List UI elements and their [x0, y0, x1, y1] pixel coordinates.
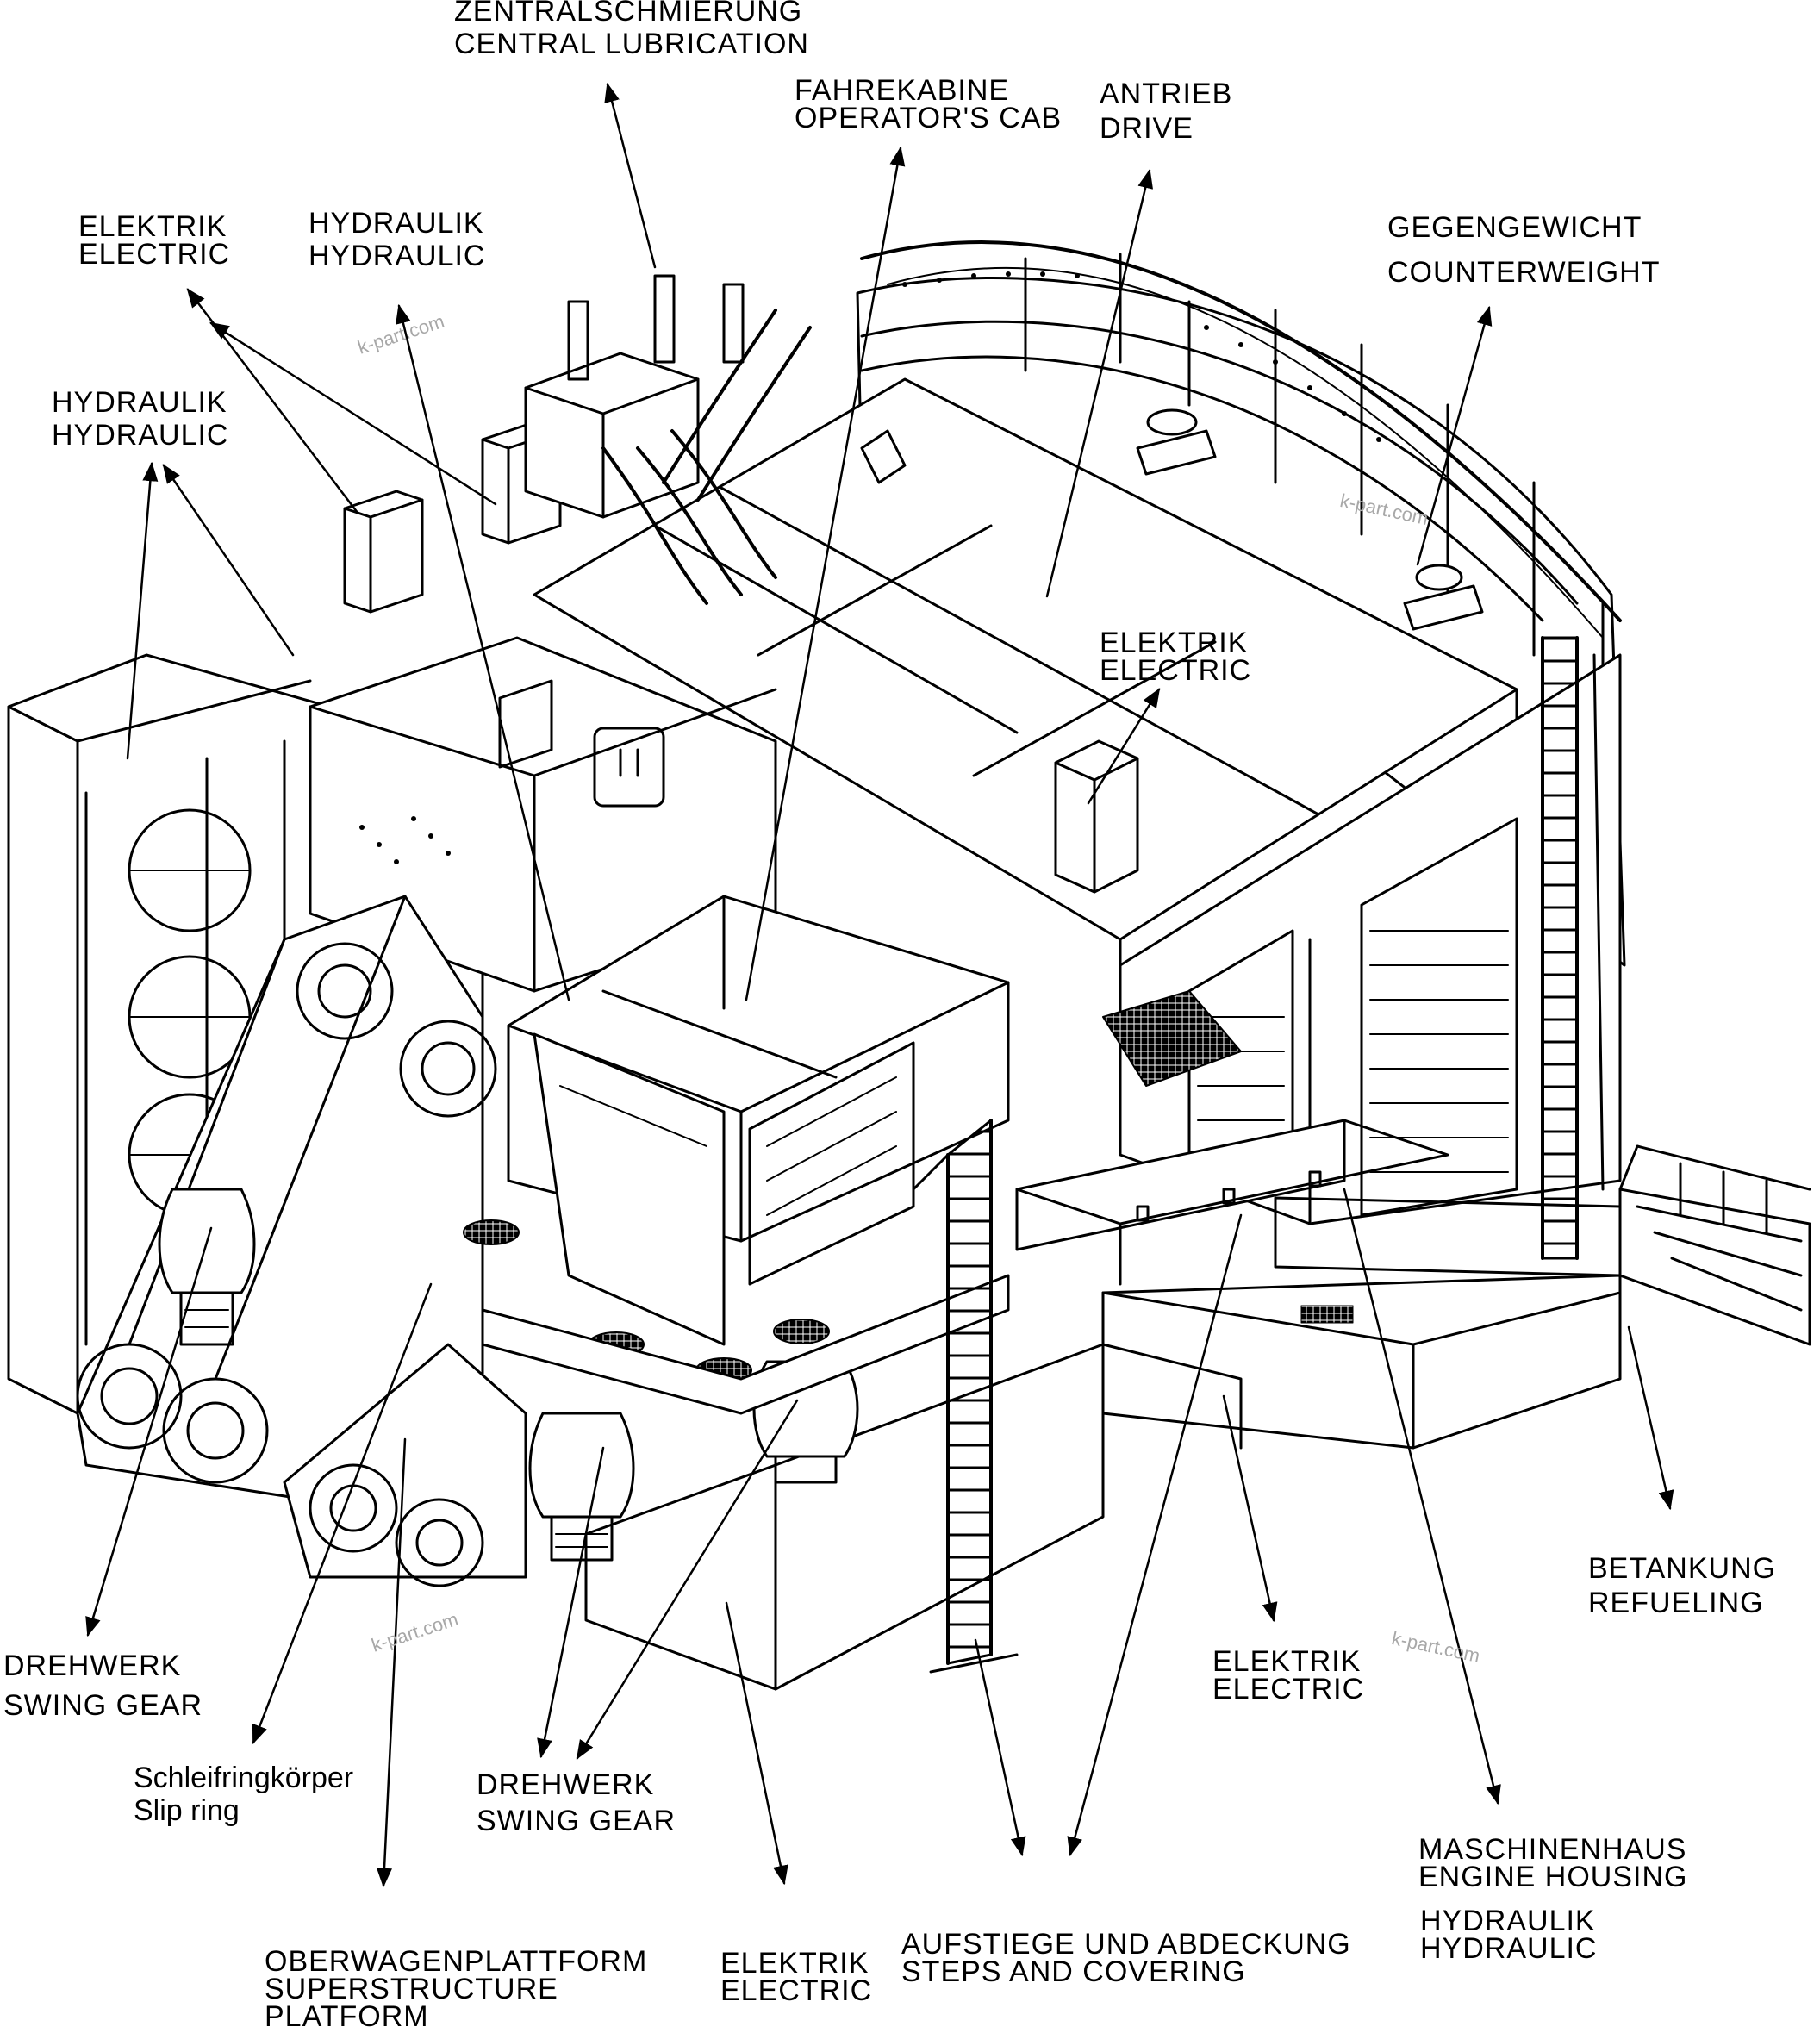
arrow-refueling: [1627, 1325, 1674, 1511]
label-en: HYDRAULIC: [309, 240, 486, 272]
arrow-hydraulic-left-b: [162, 464, 295, 657]
label-swing-gear-center: DREHWERK SWING GEAR: [477, 1767, 676, 1839]
label-hydraulic-bottom-right: HYDRAULIK HYDRAULIC: [1420, 1905, 1598, 1965]
label-electric-right: ELEKTRIK ELECTRIC: [1212, 1645, 1365, 1706]
label-en: Slip ring: [134, 1794, 240, 1827]
label-drive: ANTRIEB DRIVE: [1100, 77, 1232, 146]
label-de: OBERWAGENPLATTFORM: [265, 1945, 648, 1978]
label-en: SWING GEAR: [477, 1805, 676, 1837]
label-swing-gear-left: DREHWERK SWING GEAR: [3, 1646, 203, 1725]
label-refueling: BETANKUNG REFUELING: [1588, 1551, 1776, 1620]
arrow-platform: [376, 1437, 407, 1888]
label-central-lubrication: ZENTRALSCHMIERUNG CENTRAL LUBRICATION: [454, 0, 809, 60]
arrow-steps-left: [974, 1638, 1026, 1857]
rear-ladder: [1541, 636, 1605, 1260]
label-de: BETANKUNG: [1588, 1552, 1777, 1585]
label-de: ANTRIEB: [1100, 78, 1233, 110]
label-en: ELECTRIC: [720, 1974, 873, 2007]
label-de: GEGENGEWICHT: [1387, 211, 1642, 244]
label-de: HYDRAULIK: [1420, 1905, 1596, 1937]
label-en: HYDRAULIC: [52, 419, 229, 452]
arrow-swing-gear-left: [85, 1226, 213, 1637]
boom-foot-brackets: [76, 895, 527, 1587]
operators-cab: [463, 895, 1010, 1415]
label-de: DREHWERK: [477, 1768, 655, 1801]
label-en: SWING GEAR: [3, 1689, 203, 1722]
arrow-counterweight: [1416, 305, 1493, 566]
label-counterweight: GEGENGEWICHT COUNTERWEIGHT: [1387, 205, 1660, 295]
label-slip-ring: Schleifringkörper Slip ring: [134, 1762, 353, 1827]
label-en: COUNTERWEIGHT: [1387, 256, 1661, 289]
rivet-dots: [359, 271, 1381, 864]
label-de: ELEKTRIK: [720, 1947, 869, 1980]
arrow-engine-housing: [1343, 1188, 1501, 1805]
label-de: DREHWERK: [3, 1649, 182, 1682]
swing-gear-motor-center: [528, 1360, 859, 1562]
arrow-electric-top-b: [209, 321, 497, 506]
label-de: ELEKTRIK: [1212, 1645, 1362, 1678]
arrow-electric-mid: [1087, 688, 1161, 805]
label-hydraulic-left: HYDRAULIK HYDRAULIC: [52, 386, 228, 452]
label-en: ENGINE HOUSING: [1418, 1861, 1688, 1893]
label-superstructure-platform: OBERWAGENPLATTFORM SUPERSTRUCTURE PLATFO…: [265, 1945, 648, 2033]
superstructure-platform: [584, 1196, 1622, 1691]
label-electric-bottom: ELEKTRIK ELECTRIC: [720, 1949, 872, 2005]
label-en1: SUPERSTRUCTURE: [265, 1973, 558, 2005]
arrow-hydraulic-left-a: [126, 461, 159, 760]
label-de: HYDRAULIK: [309, 207, 484, 240]
arrow-slip-ring: [252, 1282, 433, 1745]
label-operators-cab: FAHREKABINE OPERATOR'S CAB: [795, 74, 1063, 134]
label-en: REFUELING: [1588, 1587, 1764, 1619]
label-de: MASCHINENHAUS: [1418, 1833, 1687, 1866]
label-hydraulic-top: HYDRAULIK HYDRAULIC: [309, 207, 485, 272]
cross-beam: [1015, 1119, 1449, 1286]
label-de: Schleifringkörper: [134, 1762, 354, 1794]
label-steps-covering: AUFSTIEGE UND ABDECKUNG STEPS AND COVERI…: [901, 1930, 1351, 1986]
arrow-drive: [1045, 168, 1154, 598]
label-en: CENTRAL LUBRICATION: [454, 28, 809, 60]
front-access-ladder: [912, 1119, 1019, 1674]
arrow-operators-cab: [745, 146, 906, 1001]
label-en: ELECTRIC: [1100, 654, 1252, 687]
label-en: OPERATOR'S CAB: [795, 102, 1063, 134]
grated-platform: [1102, 990, 1242, 1087]
label-electric-mid: ELEKTRIK ELECTRIC: [1100, 627, 1252, 687]
label-en: STEPS AND COVERING: [901, 1955, 1246, 1988]
label-de: FAHREKABINE: [795, 74, 1010, 107]
arrow-electric-right: [1222, 1394, 1278, 1623]
refueling-walkway: [1618, 1144, 1811, 1346]
label-electric-top-left: ELEKTRIK ELECTRIC: [78, 210, 231, 271]
label-engine-housing: MASCHINENHAUS ENGINE HOUSING: [1418, 1833, 1688, 1893]
arrow-swing-gear-center-b: [576, 1399, 799, 1760]
label-de: HYDRAULIK: [52, 386, 228, 419]
label-en: DRIVE: [1100, 112, 1194, 145]
label-en: HYDRAULIC: [1420, 1932, 1598, 1965]
arrow-hydraulic-top: [396, 303, 570, 1001]
central-lubrication-unit: [524, 274, 812, 605]
label-de: AUFSTIEGE UND ABDECKUNG: [901, 1928, 1351, 1961]
label-de: ELEKTRIK: [78, 210, 228, 243]
arrow-electric-bottom: [725, 1601, 788, 1886]
label-en: ELECTRIC: [1212, 1673, 1365, 1706]
arrow-steps-right: [1067, 1213, 1243, 1857]
label-de: ZENTRALSCHMIERUNG: [454, 0, 803, 28]
arrow-swing-gear-center-a: [537, 1446, 605, 1759]
label-de: ELEKTRIK: [1100, 627, 1249, 659]
label-en: ELECTRIC: [78, 238, 231, 271]
arrow-central-lubrication: [604, 82, 657, 269]
leader-arrows: [85, 82, 1674, 1888]
label-en2: PLATFORM: [265, 2000, 429, 2033]
